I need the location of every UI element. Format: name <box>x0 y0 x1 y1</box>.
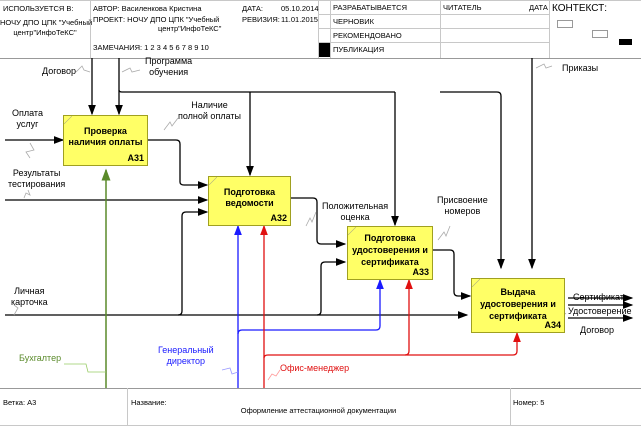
title-label: Название: <box>131 398 167 407</box>
label-positive-line2: оценка <box>340 212 370 222</box>
label-personal-card-line2: карточка <box>11 297 48 307</box>
box-a32-id: A32 <box>270 213 287 223</box>
used-in-value: НОЧУ ДПО ЦПК "Учебный центр"ИнфоТеКС" <box>0 18 93 38</box>
label-test-results-line1: Результаты <box>12 168 61 178</box>
activity-box-a31[interactable]: Проверка наличия оплаты A31 <box>63 115 148 166</box>
box-a34-line2: удостоверения и <box>480 299 556 309</box>
arrow-program-bus <box>118 89 395 93</box>
box-corner-mark <box>348 227 356 235</box>
box-a34-line3: сертификата <box>489 311 547 321</box>
revision-value: 11.01.2015 <box>281 15 318 24</box>
label-director-line1: Генеральный <box>158 345 214 355</box>
label-office-manager: Офис-менеджер <box>280 363 350 373</box>
box-a31-line1: Проверка <box>84 126 127 136</box>
label-numbering: Присвоение номеров <box>437 195 488 217</box>
label-test-results: Результаты тестирования <box>8 168 65 190</box>
reader-date-label: ДАТА <box>529 3 548 12</box>
context-label: КОНТЕКСТ: <box>552 3 607 14</box>
label-program-line1: Программа <box>145 56 193 66</box>
box-corner-mark <box>64 116 72 124</box>
arrow-office-bus <box>263 331 521 359</box>
label-full-payment-line1: Наличие <box>191 100 228 110</box>
label-personal-card-line1: Личная <box>14 286 45 296</box>
label-numbering-line1: Присвоение <box>437 195 488 205</box>
status-draft: ЧЕРНОВИК <box>333 17 375 26</box>
number-label: Номер: 5 <box>513 398 545 407</box>
status-publication: ПУБЛИКАЦИЯ <box>333 45 385 54</box>
box-corner-mark <box>209 177 217 185</box>
box-a33-id: A33 <box>412 267 429 277</box>
arrow-orders-branch <box>440 91 505 270</box>
label-director-line2: директор <box>166 356 206 366</box>
author-field: АВТОР: Василенкова Кристина <box>93 4 202 13</box>
activity-box-a33[interactable]: Подготовка удостоверения и сертификата A… <box>347 226 433 280</box>
label-test-results-line2: тестирования <box>8 179 66 189</box>
arrow-director-a33 <box>237 278 384 335</box>
title-block-footer: Ветка: А3 Название: Оформление аттестаци… <box>0 388 641 426</box>
reader-label: ЧИТАТЕЛЬ <box>443 3 482 12</box>
label-director: Генеральный директор <box>158 345 214 367</box>
arrow-personal-card-a33 <box>316 258 347 316</box>
context-box-current <box>619 39 632 45</box>
label-contract-out: Договор <box>580 325 614 335</box>
box-a33-line2: удостоверения и <box>352 245 428 255</box>
date-label: ДАТА: <box>242 4 263 13</box>
label-personal-card: Личная карточка <box>11 286 48 308</box>
box-a33-line3: сертификата <box>361 257 419 267</box>
label-payment-line1: Оплата <box>12 108 43 118</box>
used-in-value-line1: НОЧУ ДПО ЦПК "Учебный <box>0 18 93 27</box>
arrow-office-a33 <box>404 278 413 356</box>
label-program: Программа обучения <box>145 56 192 78</box>
box-a34-id: A34 <box>544 320 561 330</box>
label-license: Удостоверение <box>568 306 632 316</box>
publication-marker <box>319 43 330 57</box>
label-accountant: Бухгалтер <box>19 353 62 363</box>
label-orders: Приказы <box>562 63 599 73</box>
arrow-numbering <box>432 249 472 300</box>
label-full-payment: Наличие полной оплаты <box>178 100 241 122</box>
arrow-personal-card-a32 <box>177 208 209 316</box>
title-block-header: ИСПОЛЬЗУЕТСЯ В: НОЧУ ДПО ЦПК "Учебный це… <box>0 0 641 59</box>
activity-box-a32[interactable]: Подготовка ведомости A32 <box>208 176 291 226</box>
project-field: ПРОЕКТ: НОЧУ ДПО ЦПК "Учебный <box>93 15 220 24</box>
label-positive: Положительная оценка <box>322 201 388 223</box>
context-box-2 <box>592 30 608 38</box>
used-in-value-line2: центр"ИнфоТеКС" <box>13 28 77 37</box>
notes-field: ЗАМЕЧАНИЯ: 1 2 3 4 5 6 7 8 9 10 <box>93 43 209 52</box>
project-line2: центр"ИнфоТеКС" <box>158 24 222 33</box>
box-corner-mark <box>472 279 480 287</box>
context-box-1 <box>557 20 573 28</box>
box-a33-line1: Подготовка <box>364 233 416 243</box>
date-value: 05.10.2014 <box>281 4 319 13</box>
used-in-label: ИСПОЛЬЗУЕТСЯ В: <box>3 4 74 13</box>
activity-box-a34[interactable]: Выдача удостоверения и сертификата A34 <box>471 278 565 333</box>
status-recommended: РЕКОМЕНДОВАНО <box>333 31 402 40</box>
label-payment-line2: услуг <box>16 119 39 129</box>
box-a31-id: A31 <box>127 153 144 163</box>
label-full-payment-line2: полной оплаты <box>178 111 241 121</box>
label-contract: Договор <box>42 66 76 76</box>
label-payment: Оплата услуг <box>12 108 43 130</box>
box-a34-line1: Выдача <box>500 287 536 297</box>
box-a32-line1: Подготовка <box>223 187 276 197</box>
label-numbering-line2: номеров <box>444 206 481 216</box>
revision-label: РЕВИЗИЯ: <box>242 15 280 24</box>
status-working: РАЗРАБАТЫВАЕТСЯ <box>333 3 408 12</box>
label-positive-line1: Положительная <box>322 201 389 211</box>
arrow-positive <box>290 197 347 248</box>
box-a32-line2: ведомости <box>225 198 274 208</box>
box-a31-line2: наличия оплаты <box>68 137 143 147</box>
node-label: Ветка: А3 <box>3 398 37 407</box>
diagram-title: Оформление аттестационной документации <box>240 406 397 415</box>
label-certificate: Сертификат <box>573 292 624 302</box>
arrow-full-payment <box>148 139 209 189</box>
label-program-line2: обучения <box>149 67 189 77</box>
